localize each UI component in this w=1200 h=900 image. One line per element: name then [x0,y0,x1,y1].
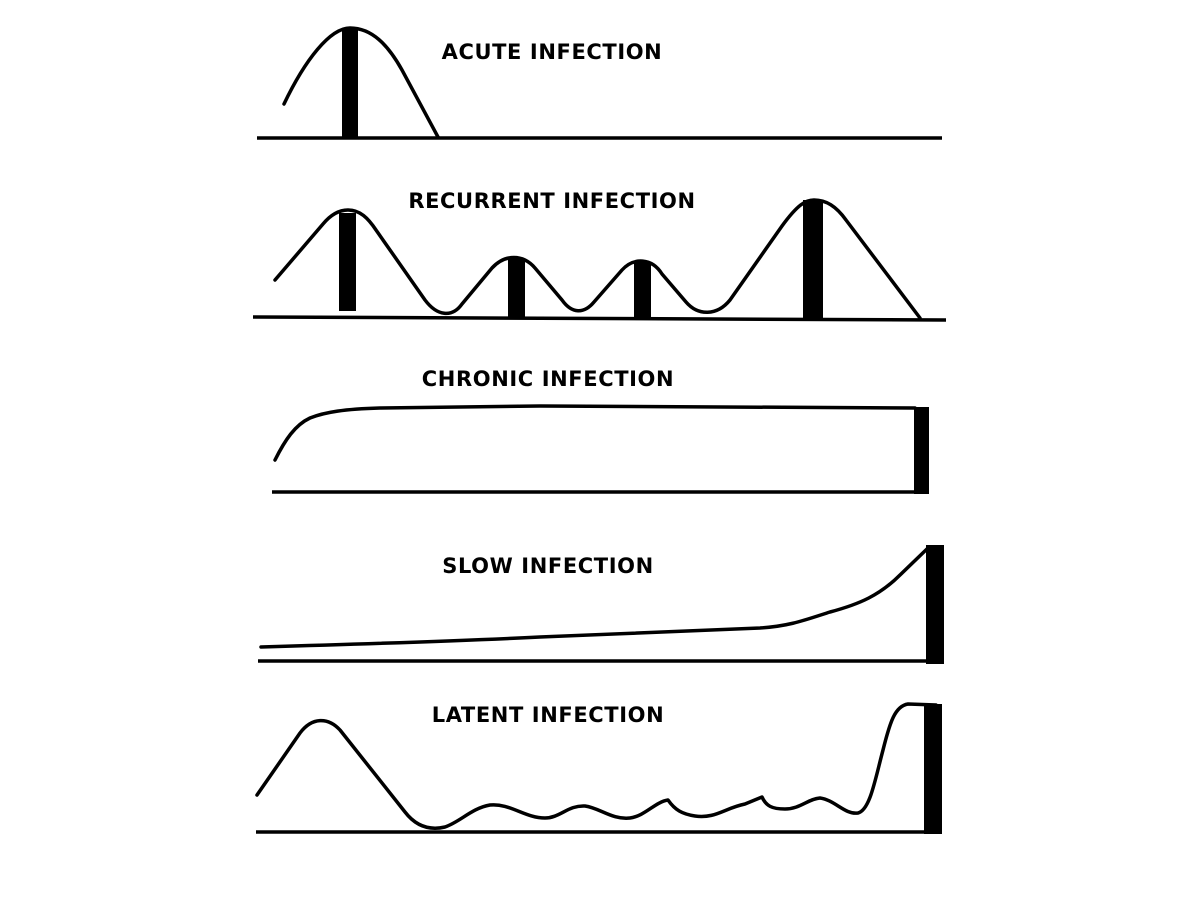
panel-title-acute: ACUTE INFECTION [442,40,663,64]
panel-chronic: CHRONIC INFECTION [272,367,929,494]
chronic-curve [273,404,917,462]
chronic-symptom-bar [914,407,929,494]
panel-title-chronic: CHRONIC INFECTION [422,367,674,391]
panel-recurrent: RECURRENT INFECTION [252,189,947,322]
recurrent-symptom-bar-4 [803,200,823,320]
recurrent-symptom-bar-2 [508,258,525,318]
slow-symptom-bar [926,545,944,664]
panel-title-latent: LATENT INFECTION [432,703,665,727]
latent-curve [255,702,938,830]
recurrent-curve [273,198,922,320]
acute-symptom-bar [342,29,358,139]
recurrent-symptom-bar-1 [339,213,356,311]
panel-latent: LATENT INFECTION [255,702,942,834]
panel-acute: ACUTE INFECTION [257,26,942,140]
recurrent-baseline [252,315,947,322]
recurrent-symptom-bar-3 [634,262,651,319]
panel-title-slow: SLOW INFECTION [442,554,654,578]
panel-slow: SLOW INFECTION [258,545,944,664]
panel-title-recurrent: RECURRENT INFECTION [408,189,695,213]
acute-curve [282,26,440,139]
latent-symptom-bar [924,704,942,834]
slow-curve [259,546,930,649]
